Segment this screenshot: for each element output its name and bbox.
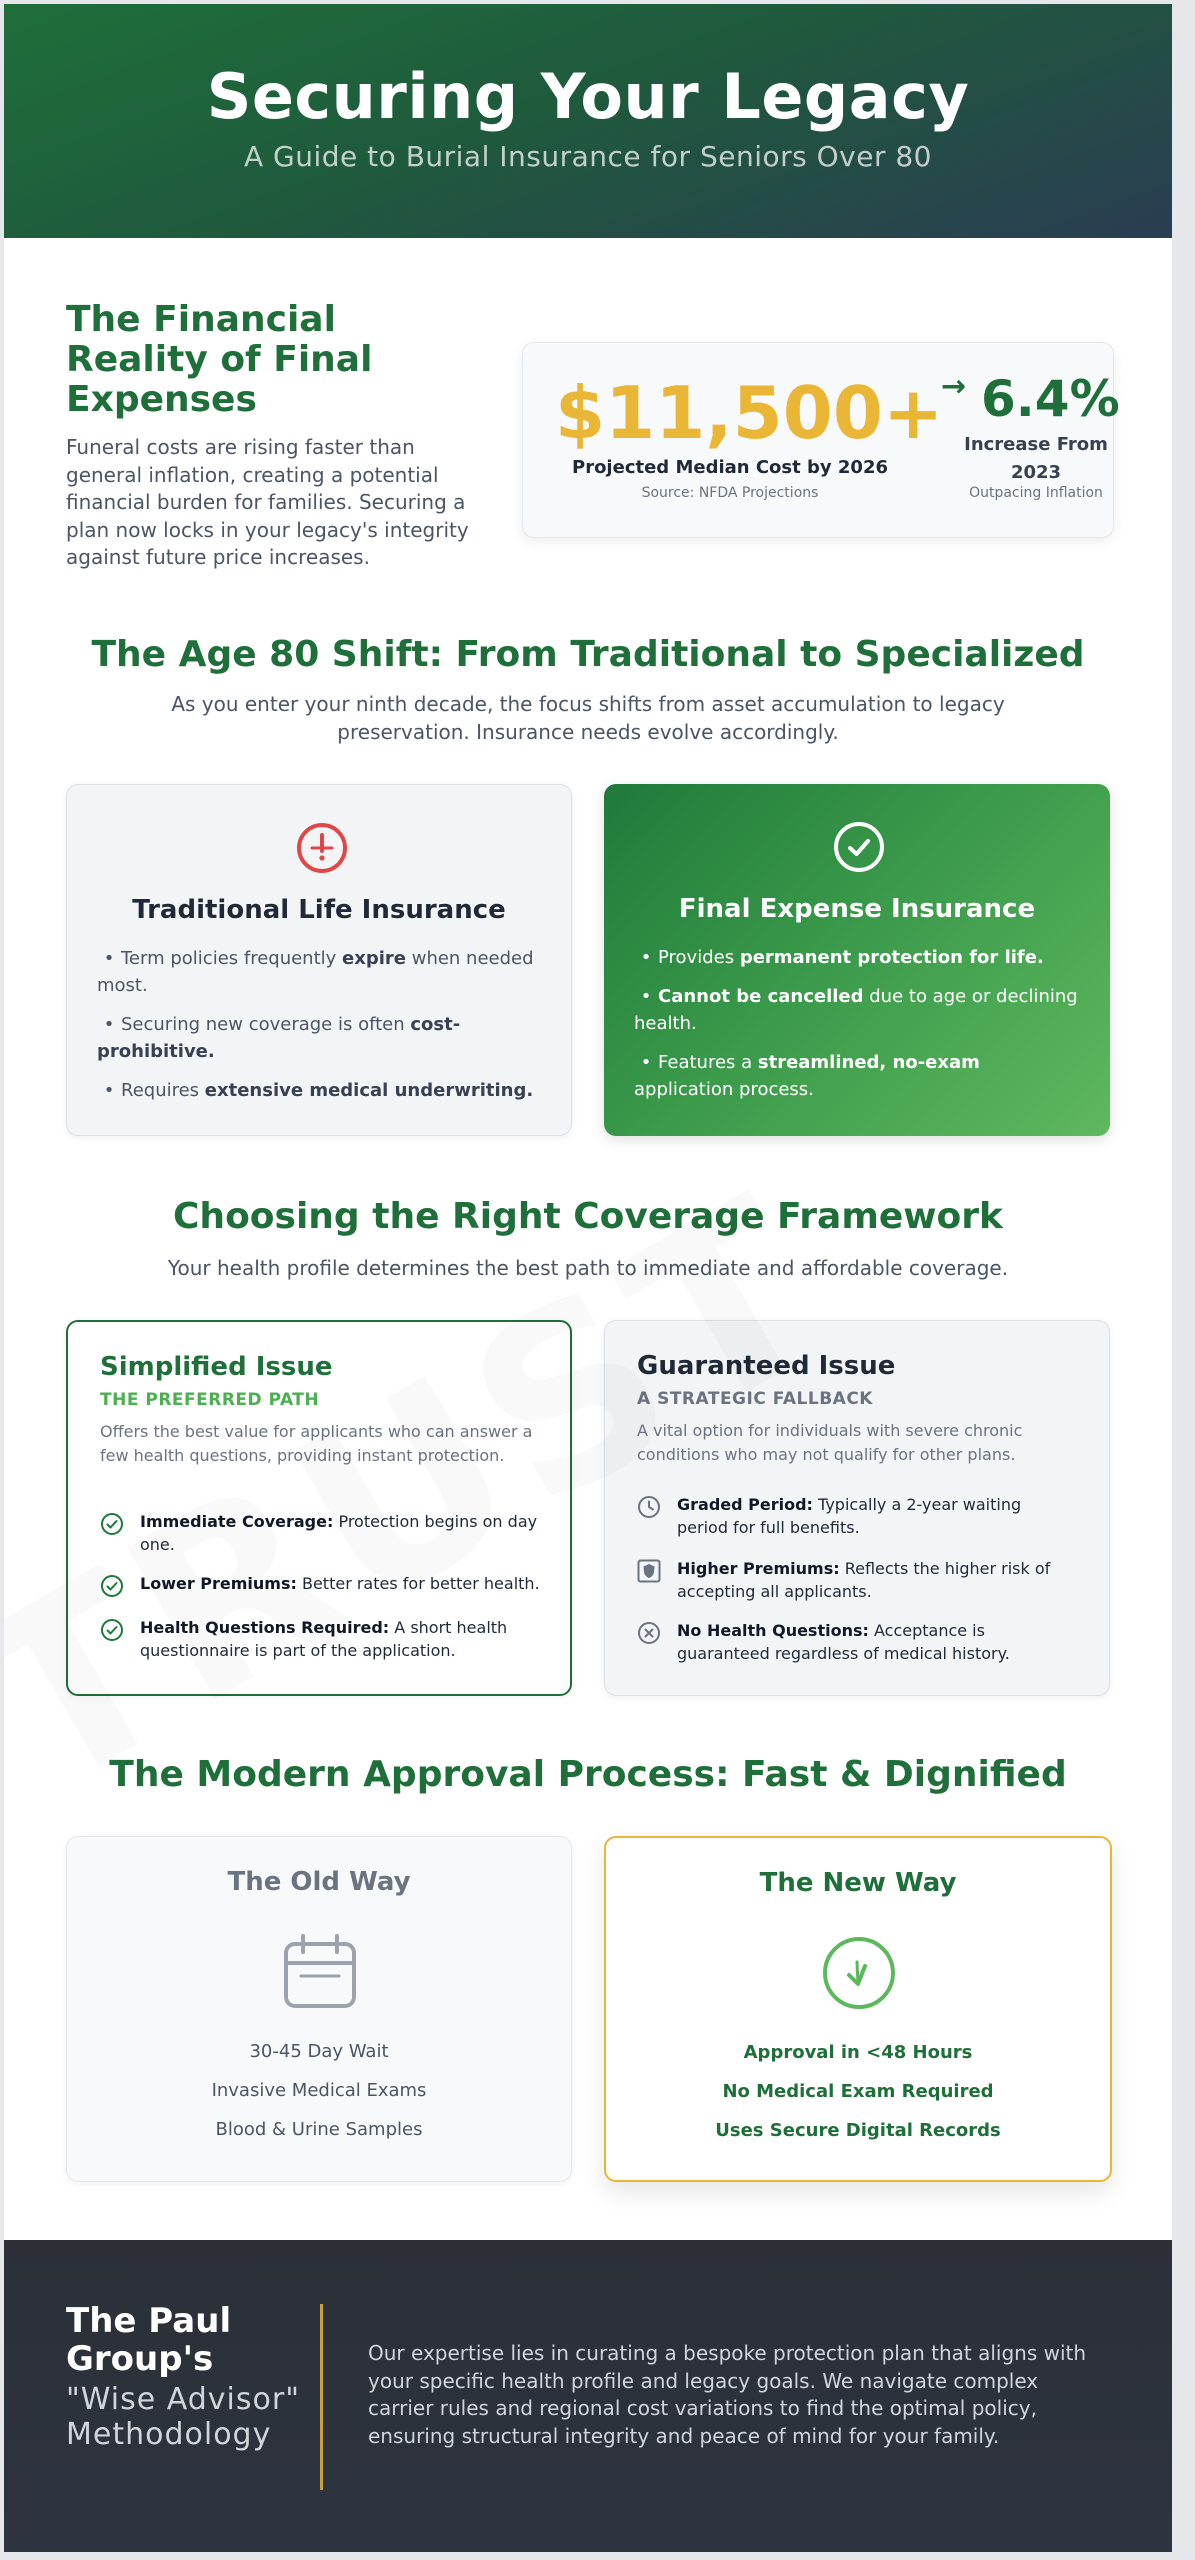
- clock-icon: [638, 1496, 660, 1518]
- page-subtitle: A Guide to Burial Insurance for Seniors …: [244, 140, 932, 173]
- traditional-insurance-card: Traditional Life Insurance Term policies…: [66, 784, 572, 1136]
- simplified-issue-card: Simplified Issue THE PREFERRED PATH Offe…: [66, 1320, 572, 1696]
- increase-pct-note: Outpacing Inflation: [969, 485, 1103, 501]
- simplified-issue-tag: THE PREFERRED PATH: [100, 1390, 320, 1410]
- coverage-title: Choosing the Right Coverage Framework: [173, 1196, 1003, 1237]
- new-way-title: The New Way: [759, 1868, 957, 1898]
- cost-stat-card: $11,500+ Projected Median Cost by 2026 S…: [522, 342, 1120, 538]
- list-item: Provides permanent protection for life.: [634, 944, 1084, 971]
- increase-pct-value: 6.4%: [981, 370, 1120, 428]
- calendar-icon: [284, 1934, 356, 2008]
- infographic-page: Securing Your Legacy A Guide to Burial I…: [4, 4, 1172, 2552]
- shield-icon: [637, 1559, 661, 1583]
- age-shift-text: As you enter your ninth decade, the focu…: [171, 692, 1005, 744]
- guaranteed-issue-desc: A vital option for individuals with seve…: [637, 1421, 1023, 1464]
- final-expense-list: Provides permanent protection for life. …: [634, 944, 1084, 1115]
- median-cost-value: $11,500+: [555, 371, 944, 455]
- list-item: Securing new coverage is often cost-proh…: [97, 1011, 547, 1065]
- new-way-item: No Medical Exam Required: [722, 2081, 994, 2102]
- simplified-issue-desc: Offers the best value for applicants who…: [100, 1422, 533, 1465]
- simplified-issue-title: Simplified Issue: [100, 1352, 333, 1382]
- old-way-item: Blood & Urine Samples: [215, 2119, 423, 2140]
- footer: The Paul Group's "Wise Advisor" Methodol…: [4, 2240, 1172, 2552]
- list-item: Requires extensive medical underwriting.: [97, 1077, 547, 1104]
- check-circle-icon: [823, 1937, 895, 2009]
- median-cost-source: Source: NFDA Projections: [641, 485, 819, 501]
- list-item: Cannot be cancelled due to age or declin…: [634, 983, 1084, 1037]
- old-way-title: The Old Way: [227, 1867, 411, 1897]
- financial-text: Funeral costs are rising faster than gen…: [66, 435, 469, 569]
- median-cost-label: Projected Median Cost by 2026: [572, 457, 888, 478]
- hero-banner: Securing Your Legacy A Guide to Burial I…: [4, 4, 1172, 238]
- coverage-text: Your health profile determines the best …: [167, 1256, 1009, 1280]
- financial-title: The Financial Reality of Final Expenses: [66, 299, 373, 420]
- final-expense-card: Final Expense Insurance Provides permane…: [604, 784, 1110, 1136]
- approval-title: The Modern Approval Process: Fast & Dign…: [109, 1754, 1067, 1795]
- x-circle-icon: [638, 1622, 660, 1644]
- guaranteed-issue-title: Guaranteed Issue: [637, 1351, 896, 1381]
- page-title: Securing Your Legacy: [206, 60, 970, 133]
- new-way-card: The New Way Approval in <48 Hours No Med…: [604, 1836, 1112, 2182]
- check-circle-icon: [101, 1513, 123, 1535]
- check-circle-icon: [101, 1575, 123, 1597]
- new-way-item: Uses Secure Digital Records: [715, 2120, 1001, 2141]
- alert-circle-icon: [297, 823, 347, 873]
- company-name: The Paul Group's: [66, 2301, 232, 2379]
- age-shift-title: The Age 80 Shift: From Traditional to Sp…: [91, 634, 1085, 675]
- guaranteed-issue-tag: A STRATEGIC FALLBACK: [637, 1389, 873, 1409]
- check-circle-icon: [834, 822, 884, 872]
- final-expense-title: Final Expense Insurance: [678, 894, 1036, 924]
- old-way-item: 30-45 Day Wait: [249, 2041, 389, 2062]
- footer-divider: [320, 2304, 323, 2490]
- increase-pct-label: Increase From 2023: [964, 434, 1108, 483]
- traditional-insurance-title: Traditional Life Insurance: [132, 895, 506, 925]
- guaranteed-issue-card: Guaranteed Issue A STRATEGIC FALLBACK A …: [604, 1320, 1110, 1696]
- traditional-insurance-list: Term policies frequently expire when nee…: [97, 945, 547, 1116]
- check-circle-icon: [101, 1619, 123, 1641]
- arrow-right-icon: →: [941, 369, 967, 404]
- footer-description: Our expertise lies in curating a bespoke…: [368, 2341, 1087, 2448]
- old-way-item: Invasive Medical Exams: [211, 2080, 427, 2101]
- old-way-card: The Old Way 30-45 Day Wait Invasive Medi…: [66, 1836, 572, 2182]
- list-item: Features a streamlined, no-exam applicat…: [634, 1049, 1084, 1103]
- new-way-item: Approval in <48 Hours: [743, 2042, 973, 2063]
- methodology-name: "Wise Advisor" Methodology: [66, 2382, 301, 2452]
- list-item: Term policies frequently expire when nee…: [97, 945, 547, 999]
